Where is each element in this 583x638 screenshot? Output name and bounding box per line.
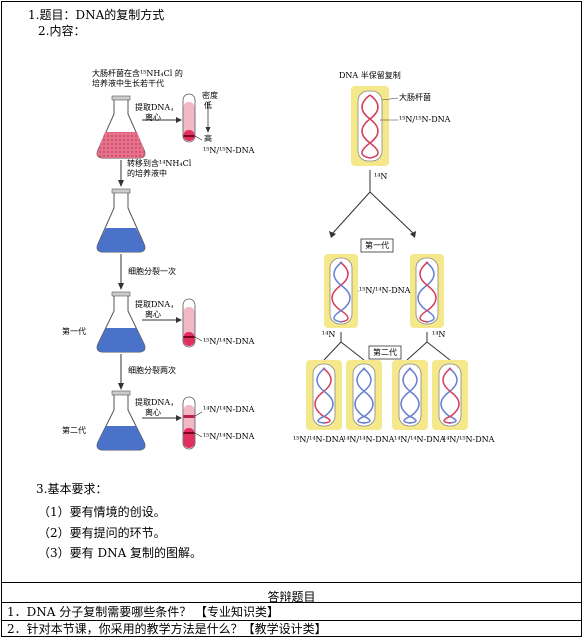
centrifuge-label-3: 离心 (145, 408, 161, 417)
divide-twice-label: 细胞分裂两次 (128, 366, 176, 375)
transfer-label-2: 的培养液中 (127, 169, 167, 178)
requirements-heading: 3.基本要求： (36, 482, 108, 496)
low-label: 低 (204, 101, 212, 110)
bottom-dna-label-3: ¹⁴N/¹⁴N-DNA (394, 435, 446, 444)
dna-replication-figure (96, 86, 468, 451)
ecoli-label: 大肠杆菌 (399, 93, 431, 102)
dna-capsule-gen1-right (410, 254, 444, 328)
extract-label-1: 提取DNA， (135, 103, 179, 112)
gen2-label: 第二代 (62, 426, 86, 435)
dna-capsule-gen2-3 (392, 360, 428, 430)
gen1-label: 第一代 (62, 327, 86, 336)
content-label: 2.内容： (38, 24, 86, 38)
n14-label-b: ¹⁴N (322, 330, 336, 339)
bottom-dna-label-1: ¹⁵N/¹⁴N-DNA (293, 435, 345, 444)
density-label: 密度 (202, 91, 218, 100)
requirement-item: （2）要有提问的环节。 (38, 526, 166, 540)
dna-capsule-gen1-left (324, 254, 358, 328)
high-label: 高 (204, 134, 212, 143)
tube-1 (182, 93, 196, 143)
gen2-box-label: 第二代 (373, 348, 397, 357)
top-caption-1: 大肠杆菌在含¹⁵NH₄Cl 的 (92, 69, 183, 78)
dna-gen1-label: ¹⁵N/¹⁴N-DNA (359, 286, 411, 296)
gen1-box-label: 第一代 (365, 241, 389, 250)
dna-label-3b: ¹⁵N/¹⁴N-DNA (203, 432, 255, 441)
divider-mid (2, 602, 581, 603)
top-caption-2: 培养液中生长若干代 (92, 79, 164, 88)
divide-once-label: 细胞分裂一次 (128, 267, 176, 276)
requirement-item: （1）要有情境的创设。 (38, 505, 166, 519)
n14-label-a: ¹⁴N (374, 172, 388, 181)
question-2: 2．针对本节课，你采用的教学方法是什么？【教学设计类】 (7, 622, 327, 636)
divider-row (2, 620, 581, 621)
dna-capsule-parent (351, 86, 389, 166)
n14-label-c: ¹⁴N (432, 330, 446, 339)
dna-top-label: ¹⁵N/¹⁵N-DNA (399, 115, 451, 124)
divider-top (2, 582, 581, 583)
tube-2 (182, 298, 196, 348)
extract-label-2: 提取DNA， (135, 300, 179, 309)
question-1: 1．DNA 分子复制需要哪些条件？ 【专业知识类】 (7, 605, 280, 619)
dna-capsule-gen2-2 (346, 360, 382, 430)
right-fig-title: DNA 半保留复制 (339, 71, 401, 80)
flask-2 (96, 188, 146, 253)
centrifuge-label-1: 离心 (145, 113, 161, 122)
flask-4 (96, 390, 146, 451)
centrifuge-label-2: 离心 (145, 310, 161, 319)
bottom-dna-label-2: ¹⁴N/¹⁴N-DNA (343, 435, 395, 444)
tube-3 (182, 396, 196, 450)
flask-1 (96, 95, 146, 159)
bottom-dna-label-4: ¹⁴N/¹⁵N-DNA (443, 435, 495, 444)
transfer-label-1: 转移到含¹⁴NH₄Cl (127, 159, 192, 168)
extract-label-3: 提取DNA， (135, 398, 179, 407)
qa-title: 答辩题目 (267, 590, 316, 604)
dna-label-1: ¹⁵N/¹⁵N-DNA (203, 146, 255, 155)
requirement-item: （3）要有 DNA 复制的图解。 (38, 546, 203, 560)
dna-label-3a: ¹⁴N/¹⁴N-DNA (203, 405, 255, 414)
dna-label-2: ¹⁵N/¹⁴N-DNA (203, 337, 255, 346)
dna-capsule-gen2-1 (306, 360, 342, 430)
flask-3 (96, 291, 146, 353)
page-title: 1.题目：DNA的复制方式 (28, 8, 165, 22)
dna-capsule-gen2-4 (432, 360, 468, 430)
